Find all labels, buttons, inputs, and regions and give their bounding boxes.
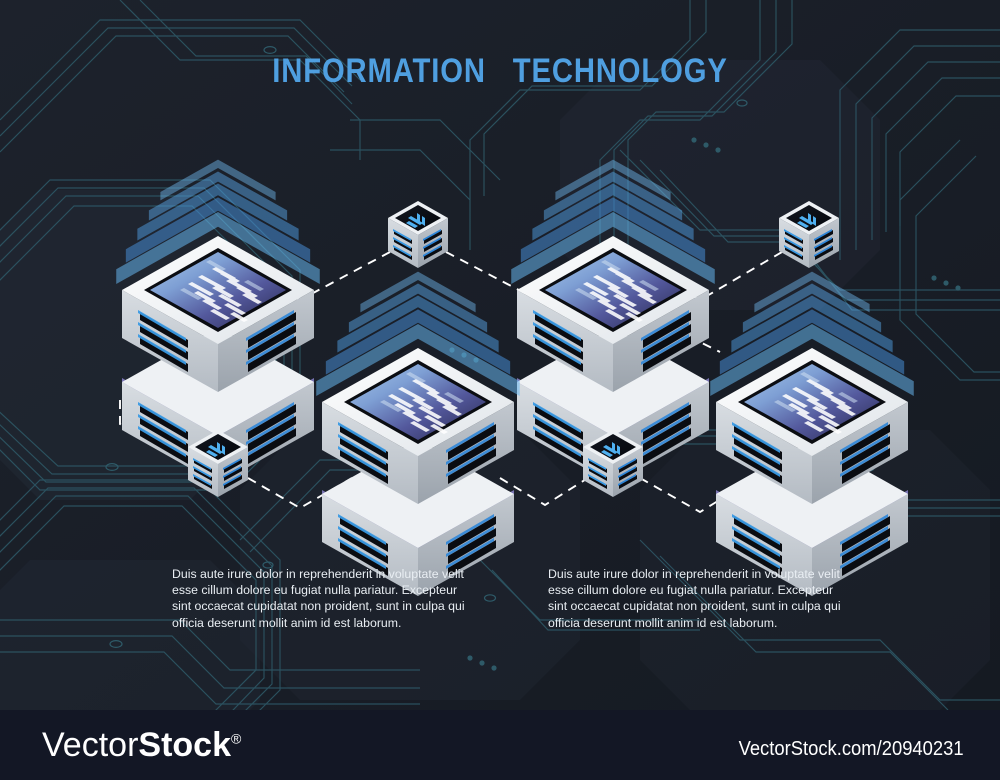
link-node-lower-center-to-server-bottom-right [639,477,753,514]
link-server-top-left-to-node-lower-left [119,400,191,461]
artboard: INFORMATION TECHNOLOGY [0,0,1000,710]
vectorstock-url: VectorStock.com/20940231 [738,738,964,760]
node-upper-center[interactable] [388,201,448,268]
server-bottom-right[interactable] [710,272,914,596]
page-title: INFORMATION TECHNOLOGY [272,52,728,90]
isometric-network-diagram [0,0,1000,710]
server-center[interactable] [316,272,520,596]
registered-mark-icon: ® [230,730,242,747]
description-right: Duis aute irure dolor in reprehenderit i… [548,567,841,630]
logo-thin-part: Vector [42,726,139,764]
vectorstock-logo: VectorStock® [42,726,241,765]
description-columns: Duis aute irure dolor in reprehenderit i… [0,566,1000,646]
node-upper-right[interactable] [779,201,839,268]
logo-bold-part: Stock [138,726,231,764]
watermark-footer: VectorStock® VectorStock.com/20940231 [0,710,1000,780]
description-left: Duis aute irure dolor in reprehenderit i… [172,567,465,630]
link-server-center-to-node-lower-center [499,477,589,507]
